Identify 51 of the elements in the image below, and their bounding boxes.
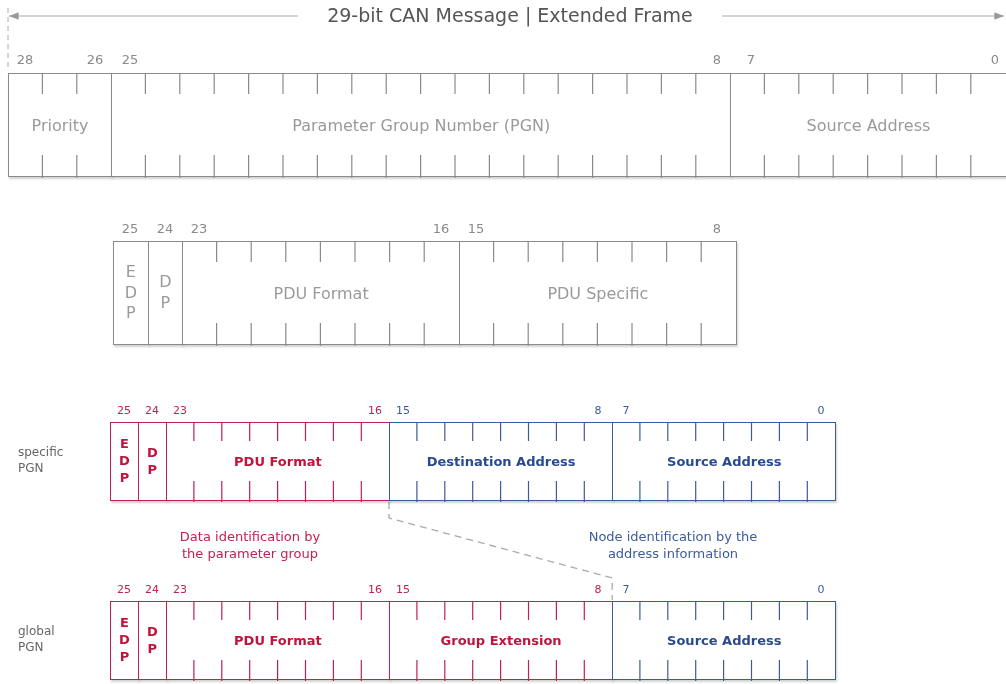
bit-number: 25 xyxy=(120,221,140,236)
bit-number: 23 xyxy=(189,221,209,236)
bit-number: 28 xyxy=(15,52,35,67)
bit-number: 23 xyxy=(172,404,188,417)
row-label: specific PGN xyxy=(18,444,65,477)
bit-number: 7 xyxy=(745,52,757,67)
bit-number: 16 xyxy=(367,583,383,596)
bit-number: 7 xyxy=(621,404,631,417)
bit-number: 23 xyxy=(172,583,188,596)
bit-field xyxy=(110,422,139,501)
bit-number: 15 xyxy=(395,404,411,417)
bit-field xyxy=(165,601,390,680)
note: Node identification by the address information xyxy=(587,529,759,563)
note: Data identification by the parameter group xyxy=(178,529,322,563)
bit-field xyxy=(111,73,732,177)
bit-field xyxy=(182,241,460,345)
bit-number: 8 xyxy=(593,583,603,596)
bit-number: 15 xyxy=(466,221,486,236)
bit-number: 16 xyxy=(431,221,451,236)
bit-number: 8 xyxy=(711,52,723,67)
bit-number: 24 xyxy=(144,404,160,417)
bit-number: 24 xyxy=(144,583,160,596)
bit-number: 8 xyxy=(593,404,603,417)
bit-number: 25 xyxy=(116,404,132,417)
bit-number: 24 xyxy=(155,221,175,236)
bit-number: 8 xyxy=(711,221,723,236)
connector-line xyxy=(388,501,613,601)
bit-number: 0 xyxy=(816,404,826,417)
bit-field xyxy=(165,422,390,501)
bit-field xyxy=(8,73,113,177)
bit-field xyxy=(459,241,737,345)
bit-field xyxy=(147,241,184,345)
bit-number: 7 xyxy=(621,583,631,596)
bit-number: 0 xyxy=(816,583,826,596)
bit-number: 16 xyxy=(367,404,383,417)
bit-number: 25 xyxy=(120,52,140,67)
bit-number: 0 xyxy=(989,52,1001,67)
bit-field xyxy=(389,422,614,501)
bit-field xyxy=(730,73,1006,177)
bit-field xyxy=(137,422,167,501)
bit-field xyxy=(612,601,837,680)
bit-field xyxy=(137,601,167,680)
title: 29-bit CAN Message | Extended Frame xyxy=(326,4,694,26)
bit-field xyxy=(389,601,614,680)
bit-field xyxy=(113,241,149,345)
row-label: global PGN xyxy=(18,623,56,656)
bit-field xyxy=(110,601,139,680)
bit-number: 26 xyxy=(85,52,105,67)
bit-number: 25 xyxy=(116,583,132,596)
bit-number: 15 xyxy=(395,583,411,596)
bit-field xyxy=(612,422,837,501)
